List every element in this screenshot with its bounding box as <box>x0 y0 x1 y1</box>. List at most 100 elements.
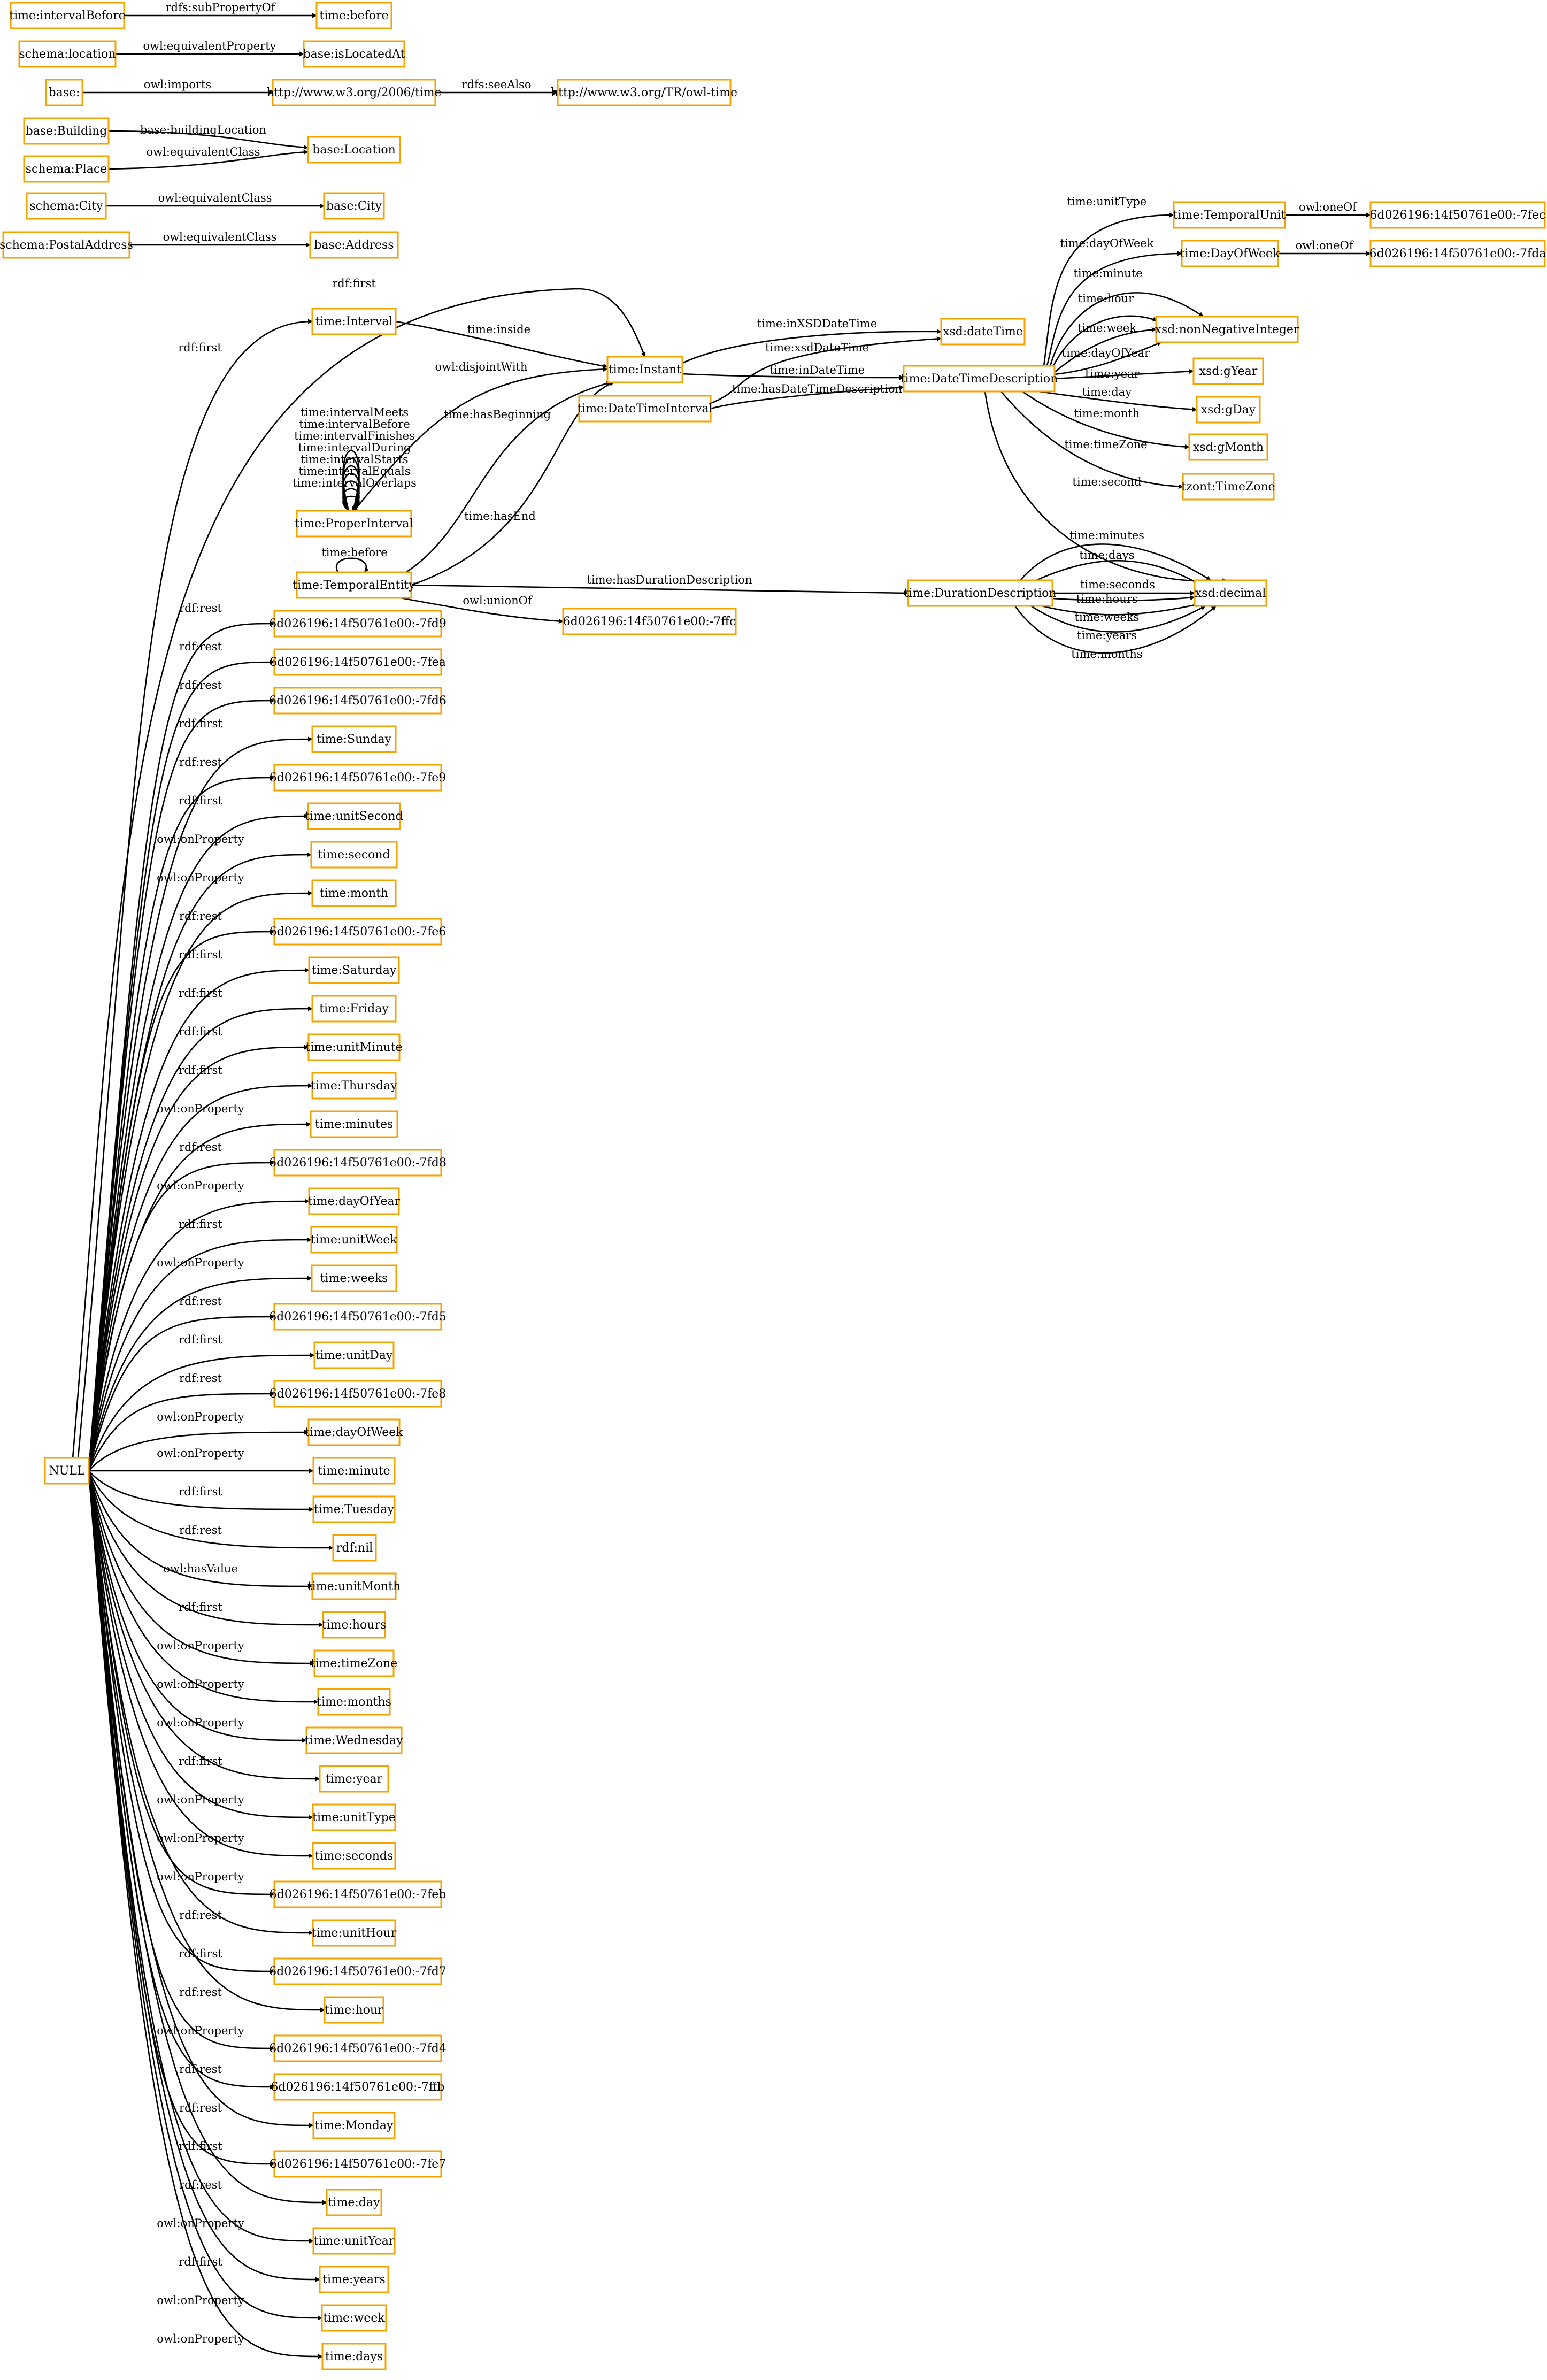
edge-time-hours: time:hours <box>1052 593 1195 605</box>
node-label: time:TemporalEntity <box>293 579 415 592</box>
edge-label: time:seconds <box>1080 578 1155 591</box>
node-label: schema:PostalAddress <box>0 239 133 252</box>
node-time-thursday: time:Thursday <box>311 1072 397 1100</box>
node-null: NULL <box>44 1457 90 1485</box>
node-label: http://www.w3.org/2006/time <box>266 86 441 99</box>
node-box <box>273 648 442 676</box>
node-label: xsd:gYear <box>1199 365 1258 378</box>
edge-null-owl-onproperty: owl:onProperty <box>88 1410 309 1471</box>
node-box <box>45 79 83 106</box>
node-label: xsd:gDay <box>1201 403 1256 417</box>
edge-line <box>88 1083 313 1471</box>
edge-label: owl:onProperty <box>157 1870 244 1883</box>
edge-label: rdfs:seeAlso <box>461 78 531 91</box>
edge-line <box>400 597 564 624</box>
edge-line <box>88 1391 275 1471</box>
edge-time-months: time:months <box>1014 605 1217 661</box>
node-label: time:Instant <box>609 363 681 377</box>
node-base-islocatedat: base:isLocatedAt <box>303 40 405 68</box>
edge-line <box>88 1470 334 1550</box>
edge-line <box>395 320 608 368</box>
node-time-dayofweek: time:dayOfWeek <box>305 1418 403 1446</box>
node-time-saturday: time:Saturday <box>308 956 400 984</box>
edge-time-indatetime: time:inDateTime <box>682 364 904 380</box>
node-time-years: time:years <box>319 2266 389 2293</box>
edge-label: owl:onProperty <box>157 1793 244 1806</box>
edge-label: owl:oneOf <box>1299 201 1358 213</box>
node-label: time:unitMonth <box>307 1580 401 1593</box>
edge-label: time:inXSDDateTime <box>757 317 877 330</box>
node-label: time:Sunday <box>317 733 392 746</box>
node-label: time:month <box>320 887 388 900</box>
node-label: 6d026196:14f50761e00:-7fda <box>1369 247 1546 260</box>
node-tzont-timezone: tzont:TimeZone <box>1181 473 1275 501</box>
edge-label: owl:onProperty <box>157 871 244 884</box>
node-label: time:week <box>323 2312 385 2325</box>
edge-label: time:weeks <box>1075 611 1140 624</box>
node-time-week: time:week <box>321 2304 387 2332</box>
edge-null-rdf-rest: rdf:rest <box>88 910 275 1471</box>
edge-line <box>88 929 275 1471</box>
edge-label: rdf:rest <box>179 1524 222 1537</box>
edge-label: rdf:first <box>179 1601 222 1614</box>
edge-label: rdf:first <box>179 1485 222 1498</box>
node-label: time:DayOfWeek <box>1180 247 1280 260</box>
node-box <box>311 1264 397 1292</box>
node-time-temporalunit: time:TemporalUnit <box>1173 201 1286 229</box>
node-label: 6d026196:14f50761e00:-7feb <box>270 1888 447 1901</box>
edge-line <box>88 1237 312 1471</box>
edge-label: owl:onProperty <box>157 833 244 846</box>
node-label: base:Address <box>314 239 394 252</box>
edge-time-unittype: time:unitType <box>1043 195 1174 366</box>
node-box <box>310 1110 398 1138</box>
node-time-intervalbefore: time:intervalBefore <box>9 2 126 29</box>
node-label: schema:City <box>29 199 103 213</box>
edge-label: rdf:first <box>179 948 222 961</box>
edge-line <box>1014 605 1217 654</box>
node-box <box>273 610 442 638</box>
edge-label: rdf:rest <box>179 640 222 653</box>
edge-label: rdfs:subPropertyOf <box>166 1 276 14</box>
node-box <box>307 1418 401 1446</box>
edge-null-owl-onproperty: owl:onProperty <box>88 1447 314 1473</box>
edge-null-rdf-rest: rdf:rest <box>88 1470 334 1550</box>
edge-null-rdf-first: rdf:first <box>88 1064 313 1471</box>
edge-line <box>1054 368 1194 380</box>
edge-label: owl:oneOf <box>1296 239 1354 252</box>
node-label: time:unitType <box>312 1811 396 1824</box>
edge-line <box>88 1470 314 2244</box>
node-label: schema:Place <box>26 163 107 176</box>
node-time-durationdescription: time:DurationDescription <box>904 579 1057 607</box>
node-time-monday: time:Monday <box>312 2112 396 2139</box>
edge-label: owl:onProperty <box>157 1678 244 1691</box>
edge-null-rdf-first: rdf:first <box>88 1470 320 1782</box>
edge-rdfs-subpropertyof: rdfs:subPropertyOf <box>124 1 317 18</box>
edge-null-rdf-rest: rdf:rest <box>88 756 275 1471</box>
node-label: xsd:gMonth <box>1193 441 1264 454</box>
edge-label: time:intervalFinishes <box>294 429 415 442</box>
edge-label: time:dayOfWeek <box>1060 237 1154 250</box>
node-label: time:Wednesday <box>305 1734 403 1747</box>
edge-null-rdf-first: rdf:first <box>88 1218 312 1471</box>
node-label: time:minutes <box>315 1118 394 1131</box>
node-time-wednesday: time:Wednesday <box>305 1726 403 1754</box>
node-xsd-datetime: xsd:dateTime <box>940 318 1026 346</box>
edge-line <box>1020 543 1211 581</box>
node-6d026196-14f50761e00-7fd5: 6d026196:14f50761e00:-7fd5 <box>269 1303 447 1331</box>
node-box <box>324 1996 384 2024</box>
edge-time-intervaloverlaps: time:intervalOverlaps <box>293 477 417 511</box>
node-6d026196-14f50761e00-7fda: 6d026196:14f50761e00:-7fda <box>1369 240 1546 267</box>
node-box <box>307 1033 401 1061</box>
node-box <box>23 155 110 183</box>
edge-null-rdf-first: rdf:first <box>88 987 313 1471</box>
node-label: time:Interval <box>315 315 393 328</box>
node-box <box>1196 396 1261 424</box>
edge-line <box>88 1430 309 1471</box>
edge-null-owl-onproperty: owl:onProperty <box>88 1470 313 1859</box>
node-label: time:unitYear <box>314 2235 395 2248</box>
node-box <box>23 117 110 145</box>
edge-null-owl-hasvalue: owl:hasValue <box>88 1470 313 1589</box>
edge-time-seconds: time:seconds <box>1052 578 1195 596</box>
edge-owl-equivalentproperty: owl:equivalentProperty <box>116 40 304 57</box>
edge-base-buildinglocation: base:buildingLocation <box>108 124 309 150</box>
